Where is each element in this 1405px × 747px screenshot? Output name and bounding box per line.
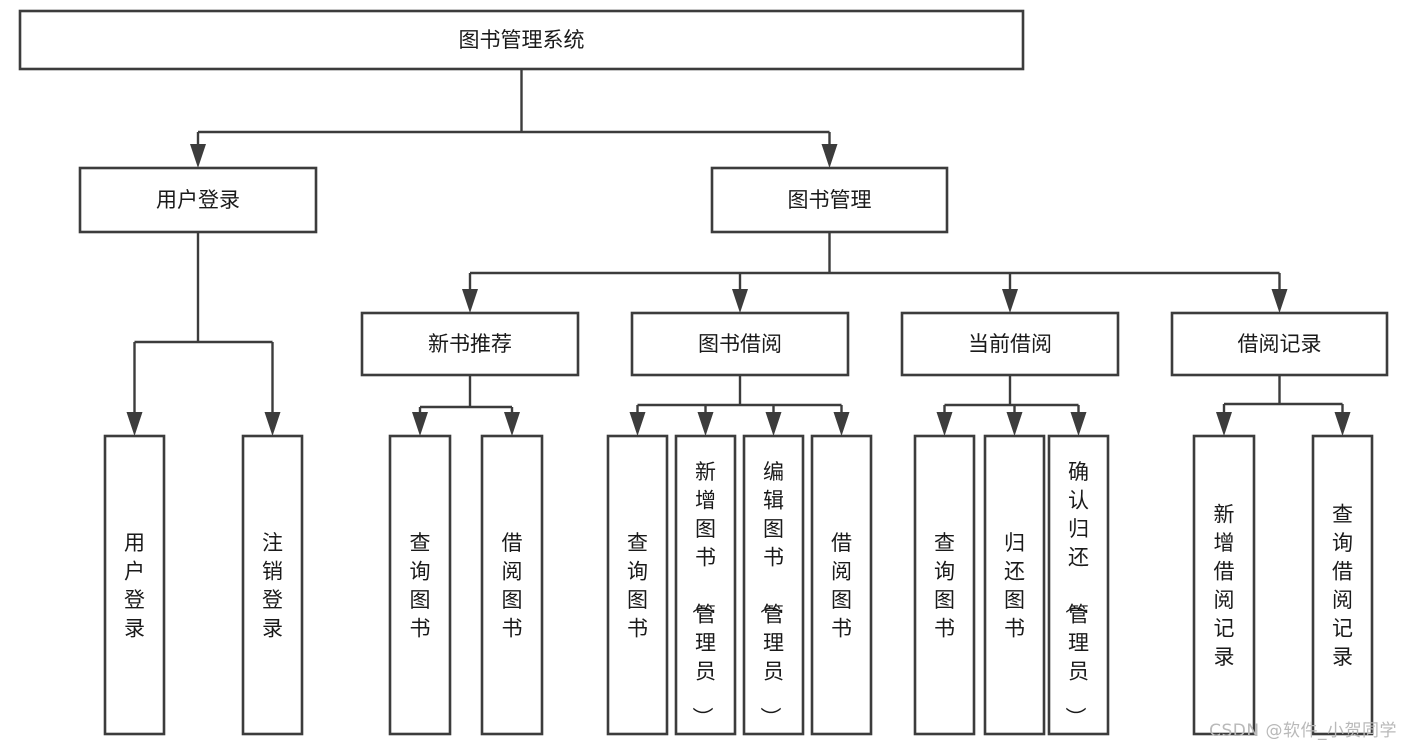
node-layer: 图书管理系统用户登录图书管理新书推荐图书借阅当前借阅借阅记录用户登录注销登录查询… <box>18 9 1389 736</box>
connector-layer <box>126 69 1351 436</box>
node-box[interactable] <box>241 434 304 736</box>
node-leaf4[interactable]: 借阅图书 <box>480 434 544 736</box>
node-leaf1[interactable]: 用户登录 <box>103 434 166 736</box>
node-label: 图书管理 <box>788 188 872 212</box>
connector-group-bookmgmt <box>462 232 1288 313</box>
node-leaf3[interactable]: 查询图书 <box>388 434 452 736</box>
node-bookmgmt[interactable]: 图书管理 <box>710 166 949 234</box>
node-box[interactable] <box>1047 434 1110 736</box>
arrowhead-icon <box>629 412 646 436</box>
arrowhead-icon <box>504 412 520 436</box>
node-box[interactable] <box>1192 434 1256 736</box>
arrowhead-icon <box>936 412 953 436</box>
node-label: 新书推荐 <box>428 332 512 356</box>
node-label: 借阅图书 <box>502 531 523 641</box>
node-box[interactable] <box>103 434 166 736</box>
node-borrow[interactable]: 图书借阅 <box>630 311 850 377</box>
node-leaf12[interactable]: 新增借阅记录 <box>1192 434 1256 736</box>
arrowhead-icon <box>1006 412 1023 436</box>
node-leaf6[interactable]: 新增图书（管理员） <box>674 434 737 736</box>
node-leaf2[interactable]: 注销登录 <box>241 434 304 736</box>
node-box[interactable] <box>710 166 949 234</box>
arrowhead-icon <box>412 412 428 436</box>
node-box[interactable] <box>674 434 737 736</box>
node-label: 新增图书（管理员） <box>690 460 716 728</box>
arrowhead-icon <box>1070 412 1087 436</box>
node-root[interactable]: 图书管理系统 <box>18 9 1025 71</box>
node-label: 当前借阅 <box>968 332 1052 356</box>
arrowhead-icon <box>1216 412 1232 436</box>
arrowhead-icon <box>833 412 850 436</box>
node-label: 借阅记录 <box>1238 332 1322 356</box>
node-label: 用户登录 <box>156 188 240 212</box>
node-box[interactable] <box>606 434 669 736</box>
node-label: 用户登录 <box>124 531 145 641</box>
node-label: 查询借阅记录 <box>1332 503 1353 670</box>
node-box[interactable] <box>1311 434 1374 736</box>
node-leaf7[interactable]: 编辑图书（管理员） <box>742 434 805 736</box>
node-label: 查询图书 <box>410 531 431 641</box>
node-label: 确认归还（管理员） <box>1063 460 1089 728</box>
connector-group-records <box>1216 375 1351 436</box>
node-leaf13[interactable]: 查询借阅记录 <box>1311 434 1374 736</box>
node-label: 新增借阅记录 <box>1214 503 1235 670</box>
node-box[interactable] <box>900 311 1120 377</box>
arrowhead-icon <box>821 144 838 168</box>
arrowhead-icon <box>462 289 478 313</box>
node-box[interactable] <box>983 434 1046 736</box>
node-leaf5[interactable]: 查询图书 <box>606 434 669 736</box>
connector-group-borrow <box>629 375 850 436</box>
arrowhead-icon <box>697 412 714 436</box>
node-label: 查询图书 <box>934 531 955 641</box>
arrowhead-icon <box>732 289 748 313</box>
arrowhead-icon <box>126 412 143 436</box>
arrowhead-icon <box>190 144 206 168</box>
node-box[interactable] <box>630 311 850 377</box>
node-box[interactable] <box>480 434 544 736</box>
arrowhead-icon <box>264 412 281 436</box>
node-box[interactable] <box>913 434 976 736</box>
node-label: 编辑图书（管理员） <box>758 460 784 728</box>
arrowhead-icon <box>765 412 782 436</box>
node-current[interactable]: 当前借阅 <box>900 311 1120 377</box>
node-box[interactable] <box>388 434 452 736</box>
node-newbook[interactable]: 新书推荐 <box>360 311 580 377</box>
connector-group-current <box>936 375 1087 436</box>
node-label: 归还图书 <box>1004 531 1025 641</box>
node-box[interactable] <box>742 434 805 736</box>
node-leaf11[interactable]: 确认归还（管理员） <box>1047 434 1110 736</box>
node-login[interactable]: 用户登录 <box>78 166 318 234</box>
arrowhead-icon <box>1002 289 1018 313</box>
node-box[interactable] <box>810 434 873 736</box>
node-box[interactable] <box>360 311 580 377</box>
node-box[interactable] <box>1170 311 1389 377</box>
node-label: 借阅图书 <box>831 531 852 641</box>
node-label: 注销登录 <box>262 531 283 641</box>
node-leaf9[interactable]: 查询图书 <box>913 434 976 736</box>
connector-group-login <box>126 232 281 436</box>
node-box[interactable] <box>78 166 318 234</box>
node-leaf8[interactable]: 借阅图书 <box>810 434 873 736</box>
arrowhead-icon <box>1334 412 1351 436</box>
connector-group-newbook <box>412 375 520 436</box>
arrowhead-icon <box>1271 289 1288 313</box>
node-box[interactable] <box>18 9 1025 71</box>
node-label: 图书借阅 <box>698 332 782 356</box>
node-records[interactable]: 借阅记录 <box>1170 311 1389 377</box>
connector-group-root <box>190 69 838 168</box>
node-label: 图书管理系统 <box>459 28 585 52</box>
node-label: 查询图书 <box>627 531 648 641</box>
node-leaf10[interactable]: 归还图书 <box>983 434 1046 736</box>
